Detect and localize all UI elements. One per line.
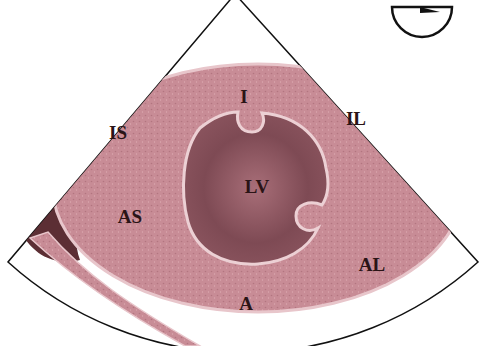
chamber-label: LV <box>245 177 270 196</box>
segment-label: IS <box>109 123 127 142</box>
probe-icon <box>392 7 452 37</box>
segment-label: IL <box>346 109 366 128</box>
segment-label: A <box>239 294 253 313</box>
lv-myocardium <box>53 64 463 312</box>
probe-marker <box>420 7 440 13</box>
segment-label: I <box>240 87 247 106</box>
segment-label: AS <box>118 207 142 226</box>
segment-label: AL <box>359 255 385 274</box>
lv-cavity <box>184 112 329 264</box>
scan-sector <box>8 0 478 346</box>
